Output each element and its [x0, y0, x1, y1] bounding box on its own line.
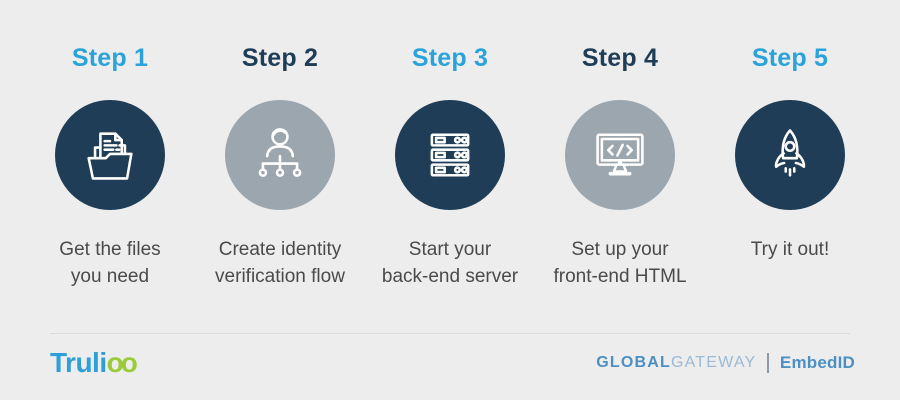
trulioo-logo-text: Truli: [50, 347, 107, 378]
person-flowchart-icon: [258, 128, 302, 177]
monitor-code-icon: [596, 133, 644, 176]
embedid-text: EmbedID: [779, 353, 855, 372]
step-2: Step 2 Create identity verification flow: [195, 45, 365, 290]
step-2-caption: Create identity verification flow: [215, 239, 345, 287]
step-2-label: Step 2: [241, 44, 319, 72]
folder-files-icon: [87, 132, 133, 180]
steps-row: Step 1 Get the files you need Step 2: [25, 45, 875, 290]
step-4-circle: [565, 100, 675, 210]
step-3-caption: Start your back-end server: [381, 239, 519, 287]
step-5-circle: [735, 100, 845, 210]
product-lockup: GLOBAL GATEWAY EmbedID: [596, 353, 855, 373]
step-5: Step 5 Try it out!: [705, 45, 875, 290]
step-2-circle: [225, 100, 335, 210]
step-5-caption: Try it out!: [750, 239, 830, 260]
step-3: Step 3 Start your back-end ser: [365, 45, 535, 290]
step-1-label: Step 1: [71, 44, 149, 72]
step-3-circle: [395, 100, 505, 210]
globalgateway-gateway-text: GATEWAY: [670, 354, 757, 371]
trulioo-logo: Truli oo: [50, 347, 138, 379]
footer-divider: [50, 333, 850, 334]
server-stack-icon: [430, 133, 470, 177]
footer: Truli oo GLOBAL GATEWAY EmbedID: [50, 345, 855, 381]
globalgateway-global-text: GLOBAL: [596, 354, 671, 371]
step-3-label: Step 3: [411, 44, 489, 72]
step-1-circle: [55, 100, 165, 210]
step-1-caption: Get the files you need: [59, 239, 161, 287]
rocket-icon: [774, 129, 806, 177]
step-1: Step 1 Get the files you need: [25, 45, 195, 290]
trulioo-logo-oo: oo: [106, 347, 138, 378]
pipe-separator: [767, 353, 769, 373]
step-5-label: Step 5: [751, 44, 829, 72]
step-4: Step 4 Set up your front-end HTML: [535, 45, 705, 290]
step-4-caption: Set up your front-end HTML: [553, 239, 687, 287]
step-4-label: Step 4: [581, 44, 659, 72]
